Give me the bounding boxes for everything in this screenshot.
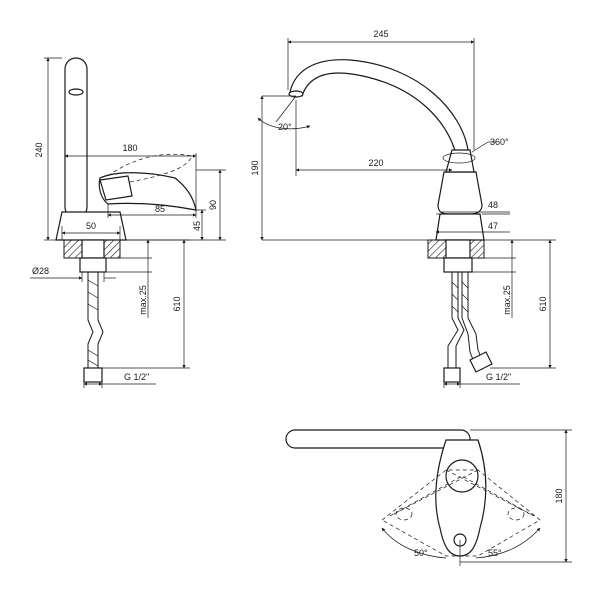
- top-spout: [285, 429, 471, 449]
- side-lock-nut: [79, 257, 107, 273]
- side-lever-hub: [99, 175, 133, 201]
- front-lock-nut: [443, 257, 473, 273]
- side-dim-nut-diameter: Ø28: [32, 266, 49, 276]
- front-dim-hose-length: 610: [538, 296, 548, 311]
- front-mount-stud: [445, 239, 471, 259]
- top-lever-left-tip: [395, 507, 413, 521]
- top-dim-angle-left: 50°: [414, 548, 428, 558]
- front-hose-1a: [447, 272, 459, 368]
- top-handle-knob: [445, 459, 479, 493]
- front-body: [437, 171, 483, 215]
- side-dim-base-height: 45: [192, 221, 202, 231]
- front-hose-braid: [451, 281, 469, 313]
- front-spout-collar: [445, 149, 475, 173]
- front-spout-outlet: [288, 90, 304, 98]
- front-hose-fitting-1: [443, 367, 461, 383]
- front-dim-max-thread: max.25: [502, 285, 512, 315]
- side-dim-max-thread: max.25: [138, 285, 148, 315]
- side-view: 240 180 90 85 45 50 Ø28 m: [30, 57, 226, 388]
- front-hose-fitting-2: [469, 351, 493, 373]
- top-arc-left: [381, 527, 447, 559]
- front-dim-rotation: 360°: [490, 137, 509, 147]
- side-dim-height: 240: [34, 142, 44, 157]
- front-hose-1b: [455, 272, 465, 368]
- side-dim-hose-length: 610: [172, 296, 182, 311]
- side-hose-braid: [87, 279, 99, 367]
- top-dim-depth: 180: [554, 488, 564, 503]
- side-spout-outlet: [68, 88, 84, 96]
- front-view: 245 20° 360° 190 220 48 47 max.25: [250, 29, 556, 388]
- front-dim-body-width: 47: [488, 221, 498, 231]
- side-hose-fitting: [83, 367, 103, 383]
- front-hose-2b: [467, 272, 483, 361]
- side-mount-stud: [81, 239, 105, 259]
- front-dim-hose-thread: G 1/2": [486, 372, 511, 382]
- front-dim-spout-angle: 20°: [278, 122, 292, 132]
- front-dim-spout-reach: 245: [373, 29, 388, 39]
- side-dim-hose-thread: G 1/2": [124, 372, 149, 382]
- front-hose-2a: [461, 272, 475, 363]
- top-lever-swing: [381, 469, 541, 557]
- side-hose-left: [87, 272, 94, 368]
- top-view: 50° 55° 180: [285, 429, 572, 566]
- front-spout: [289, 59, 469, 164]
- top-arc-right: [475, 527, 541, 559]
- top-dim-angle-right: 55°: [488, 548, 502, 558]
- side-dim-handle-tip-height: 90: [208, 200, 218, 210]
- side-dim-handle-offset: 85: [155, 204, 165, 214]
- side-dim-base-width: 50: [86, 221, 96, 231]
- front-rotation-ellipse: [442, 152, 476, 164]
- top-lever-right-tip: [507, 507, 525, 521]
- front-dim-body-height: 48: [488, 200, 498, 210]
- front-dim-spout-height: 190: [250, 160, 260, 175]
- side-hose-right: [97, 272, 104, 368]
- side-dim-handle-length: 180: [122, 143, 137, 153]
- front-base: [435, 213, 485, 241]
- front-dim-spout-length: 220: [368, 158, 383, 168]
- side-spout-body: [64, 57, 88, 219]
- side-lever-raised: [107, 153, 193, 183]
